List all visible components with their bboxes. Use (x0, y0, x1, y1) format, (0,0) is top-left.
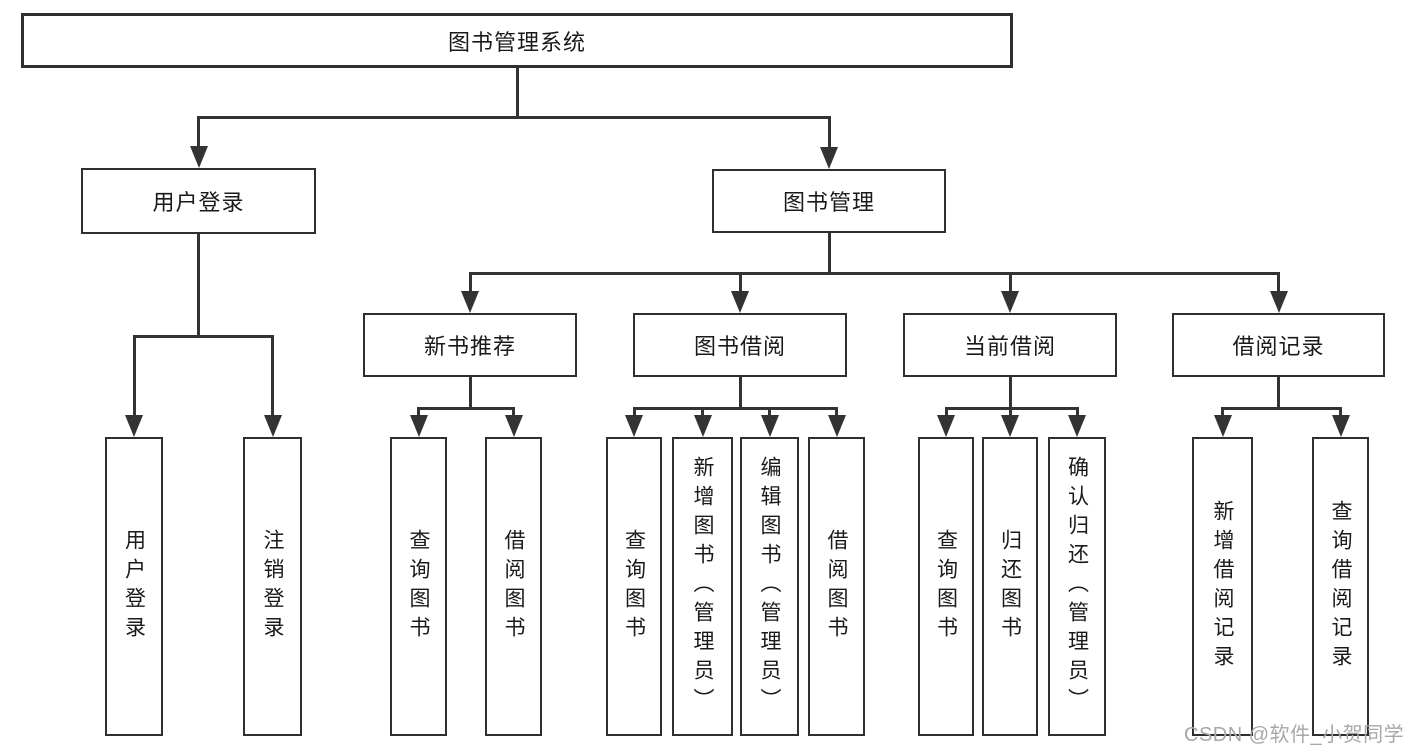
arrowhead-leaf-add-book (693, 415, 712, 437)
node-current-borrow: 当前借阅 (903, 313, 1117, 377)
node-leaf-add-record: 新增借阅记录 (1192, 437, 1253, 736)
connector-rail-current-borrow (944, 406, 1079, 410)
node-leaf-return-book: 归还图书 (982, 437, 1038, 736)
node-new-book-rec: 新书推荐 (363, 313, 577, 377)
node-label: 图书借阅 (693, 334, 786, 359)
csdn-watermark: CSDN @软件_小贺同学 (1184, 724, 1405, 746)
connector-stem-root (515, 68, 519, 117)
connector-stem-new-book-rec (468, 377, 472, 408)
node-label: 归还图书 (998, 528, 1022, 645)
connector-drop-leaf-return-book (1008, 408, 1012, 421)
node-leaf-borrow-book-1: 借阅图书 (485, 437, 542, 736)
arrowhead-leaf-logout (263, 415, 282, 437)
connector-drop-new-book-rec (468, 273, 472, 297)
node-leaf-add-book: 新增图书（管理员） (672, 437, 733, 736)
arrowhead-leaf-confirm-return (1068, 415, 1086, 437)
arrowhead-leaf-query-record (1331, 415, 1350, 437)
arrowhead-current-borrow (1001, 291, 1019, 313)
connector-drop-leaf-query-book-2 (632, 408, 636, 421)
node-label: 新增借阅记录 (1211, 499, 1234, 674)
connector-drop-current-borrow (1008, 273, 1012, 297)
node-label: 新书推荐 (423, 334, 516, 359)
connector-stem-borrow-record (1277, 377, 1280, 408)
node-leaf-query-book-1: 查询图书 (390, 437, 447, 736)
node-leaf-query-record: 查询借阅记录 (1312, 437, 1369, 736)
node-user-login: 用户登录 (81, 168, 316, 234)
connector-drop-leaf-borrow-book-1 (512, 408, 515, 421)
node-label: 借阅图书 (502, 528, 525, 645)
node-label: 借阅图书 (825, 528, 848, 645)
node-label: 编辑图书（管理员） (758, 456, 781, 717)
arrowhead-book-borrow (731, 291, 749, 313)
arrowhead-leaf-borrow-book-2 (827, 415, 846, 437)
arrowhead-leaf-return-book (1001, 415, 1019, 437)
connector-stem-book-borrow (738, 377, 742, 408)
connector-drop-leaf-query-record (1339, 408, 1342, 421)
node-label: 查询借阅记录 (1329, 499, 1352, 674)
connector-drop-leaf-confirm-return (1075, 408, 1079, 421)
arrowhead-book-mgmt (820, 147, 838, 169)
connector-rail-root (197, 115, 831, 119)
node-label: 图书管理 (782, 190, 875, 215)
arrowhead-leaf-edit-book (760, 415, 779, 437)
node-label: 注销登录 (261, 528, 284, 645)
connector-drop-leaf-query-book-1 (417, 408, 420, 421)
connector-rail-book-borrow (632, 406, 838, 410)
node-root: 图书管理系统 (21, 13, 1013, 68)
connector-drop-leaf-user-login (132, 336, 136, 421)
node-label: 查询图书 (934, 528, 958, 645)
connector-stem-user-login (197, 234, 200, 336)
connector-drop-borrow-record (1277, 273, 1280, 297)
connector-stem-book-mgmt (827, 233, 831, 273)
node-label: 当前借阅 (963, 334, 1056, 359)
node-label: 新增图书（管理员） (691, 456, 714, 717)
arrowhead-leaf-borrow-book-1 (504, 415, 523, 437)
connector-drop-leaf-logout (271, 336, 274, 421)
node-book-borrow: 图书借阅 (633, 313, 847, 377)
node-label: 图书管理系统 (447, 29, 586, 55)
arrowhead-leaf-query-book-2 (625, 415, 643, 437)
node-label: 确认归还（管理员） (1065, 456, 1089, 717)
node-book-mgmt: 图书管理 (712, 169, 946, 233)
node-label: 借阅记录 (1232, 334, 1325, 359)
connector-drop-leaf-query-book-3 (944, 408, 948, 421)
node-leaf-user-login: 用户登录 (105, 437, 163, 736)
node-leaf-query-book-2: 查询图书 (606, 437, 662, 736)
connector-stem-current-borrow (1008, 377, 1012, 408)
connector-drop-leaf-edit-book (768, 408, 771, 421)
node-leaf-borrow-book-2: 借阅图书 (808, 437, 865, 736)
arrowhead-leaf-add-record (1213, 415, 1232, 437)
node-leaf-confirm-return: 确认归还（管理员） (1048, 437, 1106, 736)
connector-drop-leaf-add-book (701, 408, 704, 421)
connector-drop-book-mgmt (827, 117, 831, 153)
connector-rail-user-login (132, 334, 274, 338)
connector-drop-leaf-borrow-book-2 (835, 408, 838, 421)
connector-drop-user-login (197, 117, 200, 152)
connector-rail-new-book-rec (417, 406, 515, 410)
arrowhead-leaf-query-book-1 (409, 415, 428, 437)
node-leaf-edit-book: 编辑图书（管理员） (740, 437, 799, 736)
arrowhead-leaf-query-book-3 (937, 415, 955, 437)
node-label: 查询图书 (407, 528, 430, 645)
connector-drop-book-borrow (738, 273, 742, 297)
arrowhead-user-login (189, 146, 208, 168)
node-borrow-record: 借阅记录 (1172, 313, 1385, 377)
node-label: 用户登录 (152, 190, 245, 215)
node-label: 查询图书 (622, 528, 646, 645)
node-leaf-query-book-3: 查询图书 (918, 437, 974, 736)
node-leaf-logout: 注销登录 (243, 437, 302, 736)
arrowhead-borrow-record (1269, 291, 1288, 313)
arrowhead-leaf-user-login (125, 415, 143, 437)
connector-drop-leaf-add-record (1221, 408, 1224, 421)
connector-rail-book-mgmt (468, 271, 1280, 275)
connector-rail-borrow-record (1221, 406, 1342, 410)
node-label: 用户登录 (122, 528, 146, 645)
arrowhead-new-book-rec (461, 291, 479, 313)
